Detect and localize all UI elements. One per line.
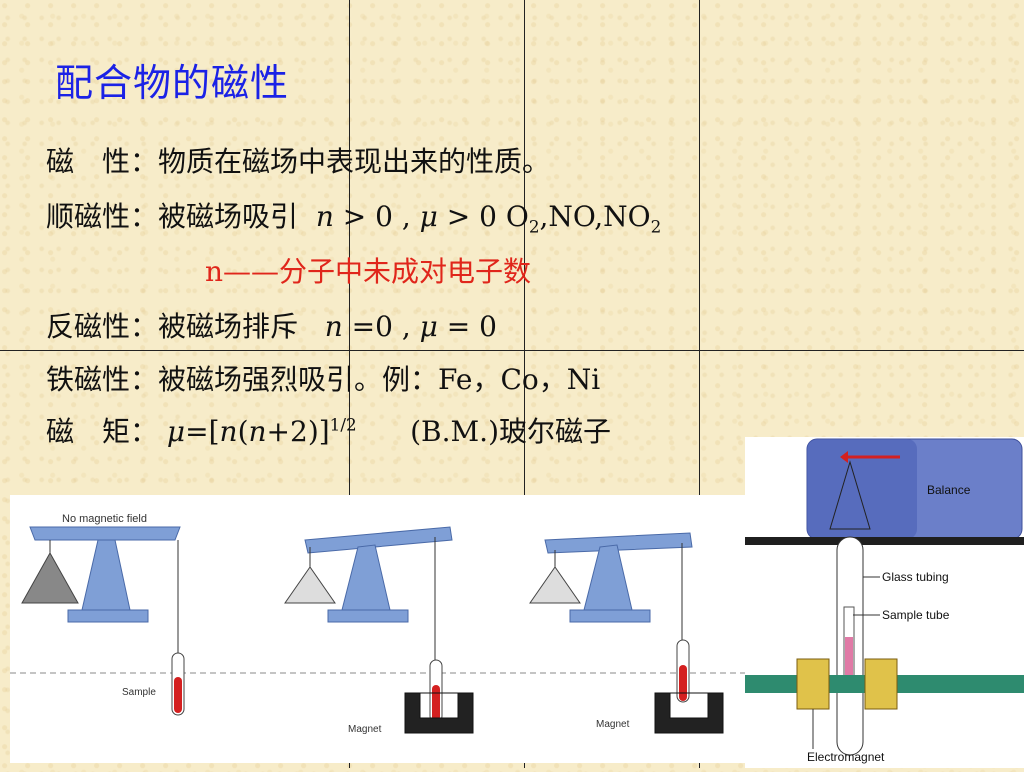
term-moment: 磁 矩：: [46, 415, 159, 448]
label-magnet-2: Magnet: [596, 719, 630, 730]
balance-1: Sample: [21, 526, 185, 716]
para-n: n: [315, 200, 334, 233]
gouy-balance-figure: No magnetic field Sample Magnet: [10, 495, 745, 763]
para-no2-sub: 2: [650, 216, 662, 237]
moment-eq: =[: [185, 415, 220, 448]
line-n-definition: n——分子中未成对电子数: [205, 250, 531, 290]
slide-title: 配合物的磁性: [55, 61, 290, 105]
electromagnet-balance-svg: Balance Glass tubing Sample tube Electro…: [745, 438, 1024, 764]
term-para: 顺磁性：: [46, 200, 159, 233]
line-magnetism: 磁 性：物质在磁场中表现出来的性质。: [46, 140, 550, 180]
label-balance: Balance: [927, 483, 971, 497]
label-no-field: No magnetic field: [62, 513, 147, 525]
label-sample-tube: Sample tube: [882, 608, 950, 622]
line-paramagnetism: 顺磁性：被磁场吸引 n > 0 , μ > 0 O2,NO,NO2: [46, 195, 661, 237]
dia-eq0a: =0 ,: [342, 310, 420, 343]
balance-3: Magnet: [529, 532, 724, 734]
para-gt0b: > 0: [437, 200, 506, 233]
gouy-balance-svg: No magnetic field Sample Magnet: [10, 513, 745, 735]
label-magnet-1: Magnet: [348, 724, 382, 735]
term-dia: 反磁性：: [46, 310, 159, 343]
def-magnetism: 物质在磁场中表现出来的性质。: [158, 145, 551, 178]
moment-n1: n: [219, 415, 238, 448]
dia-mu: μ: [419, 310, 438, 343]
moment-paren: (: [237, 415, 249, 448]
dia-eq0b: = 0: [437, 310, 497, 343]
moment-n2: n: [248, 415, 267, 448]
label-glass-tubing: Glass tubing: [882, 570, 949, 584]
moment-mu: μ: [166, 415, 186, 448]
para-mu: μ: [419, 200, 438, 233]
para-mid: ,NO,NO: [539, 200, 651, 233]
label-sample: Sample: [122, 687, 156, 698]
moment-sup: 1/2: [329, 414, 357, 435]
dia-n: n: [324, 310, 343, 343]
def-dia: 被磁场排斥: [158, 310, 299, 343]
para-o-sub: 2: [528, 216, 540, 237]
line-diamagnetism: 反磁性：被磁场排斥 n =0 , μ = 0: [46, 305, 497, 345]
moment-rest: +2)]: [266, 415, 330, 448]
def-para: 被磁场吸引: [158, 200, 299, 233]
grid-line-v1: [349, 0, 350, 768]
grid-line-v2: [524, 0, 525, 768]
electromagnet-balance-figure: Balance Glass tubing Sample tube Electro…: [745, 437, 1024, 768]
label-electromagnet: Electromagnet: [807, 750, 885, 764]
para-gt0a: > 0 ,: [333, 200, 420, 233]
moment-unit: (B.M.)玻尔磁子: [410, 415, 611, 448]
grid-line-h1: [0, 350, 1024, 351]
term-magnetism: 磁 性：: [46, 145, 159, 178]
term-ferro: 铁磁性：: [46, 363, 159, 396]
grid-line-v3: [699, 0, 700, 768]
line-ferromagnetism: 铁磁性：被磁场强烈吸引。例：Fe，Co，Ni: [46, 358, 600, 398]
def-ferro: 被磁场强烈吸引。例：Fe，Co，Ni: [158, 363, 601, 396]
para-o: O: [505, 200, 529, 233]
n-def-text: 分子中未成对电子数: [279, 255, 532, 288]
n-def-n: n——: [205, 255, 280, 288]
line-magnetic-moment: 磁 矩： μ=[n(n+2)]1/2 (B.M.)玻尔磁子: [46, 410, 611, 450]
balance-2: Magnet: [284, 526, 474, 735]
